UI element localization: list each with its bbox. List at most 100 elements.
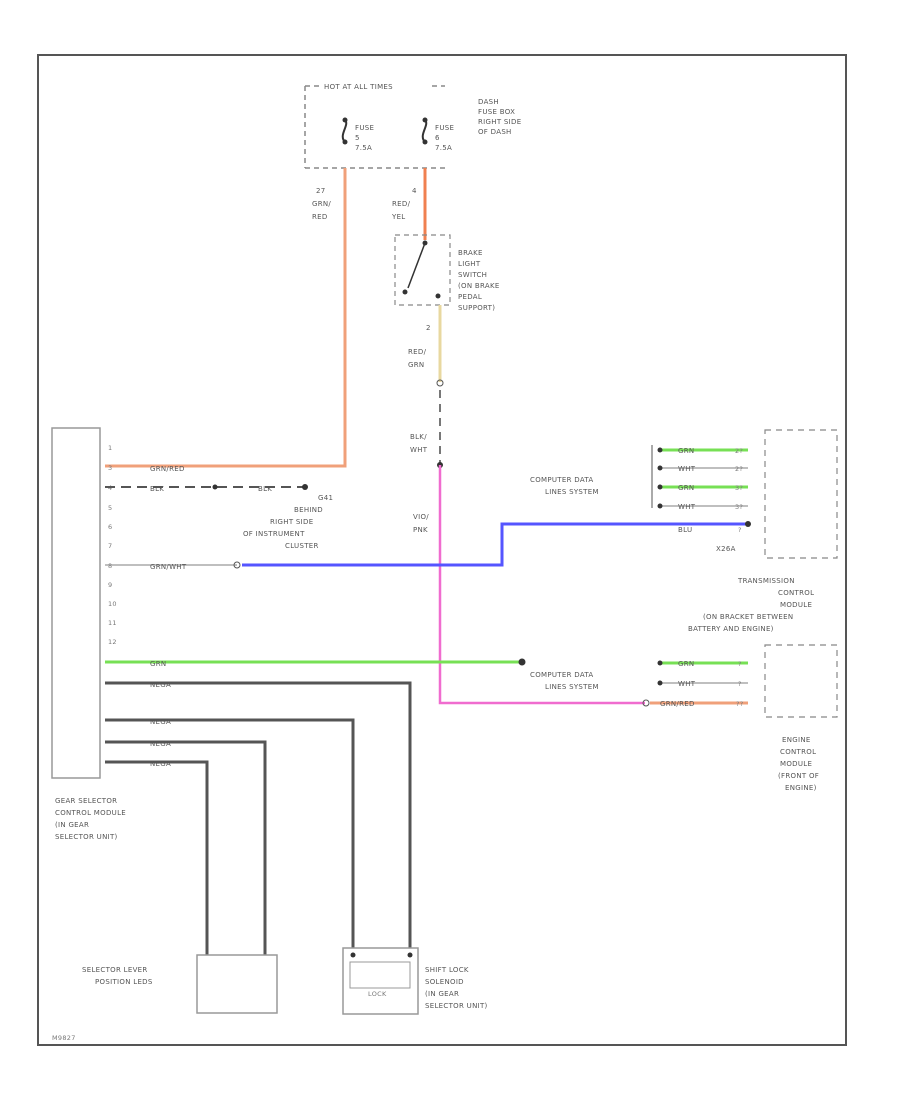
svg-text:8: 8 [108, 562, 112, 570]
svg-text:(IN GEAR: (IN GEAR [55, 821, 89, 829]
ecm-label: ENGINE CONTROL MODULE (FRONT OF ENGINE) [778, 736, 819, 792]
hot-at-all-times-label: HOT AT ALL TIMES [324, 83, 393, 91]
shift-lock-inner-label: LOCK [368, 990, 387, 998]
svg-text:OF INSTRUMENT: OF INSTRUMENT [243, 530, 305, 538]
position-leds-label: SELECTOR LEVER POSITION LEDS [82, 966, 153, 986]
svg-text:OF DASH: OF DASH [478, 128, 512, 136]
svg-text:(FRONT OF: (FRONT OF [778, 772, 819, 780]
svg-text:BLU: BLU [678, 526, 692, 534]
svg-text:3?: 3? [735, 484, 743, 492]
svg-text:?: ? [738, 526, 742, 534]
nega-label-1: NEGA [150, 681, 171, 689]
wire-nega-4 [105, 760, 209, 955]
fuse-6-line3: 7.5A [435, 144, 452, 152]
svg-text:MODULE: MODULE [780, 601, 812, 609]
wire-grn-red [105, 168, 347, 468]
wire-vio-pnk-color-1: VIO/ [413, 513, 429, 521]
wire-blk-wht-color-2: WHT [410, 446, 428, 454]
svg-text:RIGHT SIDE: RIGHT SIDE [478, 118, 521, 126]
gear-selector-label: GEAR SELECTOR CONTROL MODULE (IN GEAR SE… [55, 797, 126, 841]
fuse-5-line3: 7.5A [355, 144, 372, 152]
svg-text:GRN/RED: GRN/RED [660, 700, 695, 708]
selector-lever-position-leds [196, 954, 278, 1014]
svg-text:RIGHT SIDE: RIGHT SIDE [270, 518, 313, 526]
svg-text:12: 12 [108, 638, 117, 646]
svg-text:7: 7 [108, 542, 112, 550]
svg-text:6: 6 [108, 523, 112, 531]
fuse-5-line2: 5 [355, 134, 360, 142]
svg-text:SHIFT LOCK: SHIFT LOCK [425, 966, 469, 974]
svg-text:WHT: WHT [678, 680, 696, 688]
wire-27-pin: 27 [316, 187, 326, 195]
wire-nega-1 [105, 681, 412, 955]
wire-vio-pnk-color-2: PNK [413, 526, 428, 534]
svg-text:5: 5 [108, 504, 112, 512]
svg-text:(ON BRAKE: (ON BRAKE [458, 282, 500, 290]
wire-blu [242, 522, 748, 567]
module-pin-numbers: 1 3 4 5 6 7 8 9 10 11 12 [108, 444, 117, 646]
svg-text:LINES SYSTEM: LINES SYSTEM [545, 488, 599, 496]
svg-text:SELECTOR LEVER: SELECTOR LEVER [82, 966, 148, 974]
pin-12-wire-color: GRN [150, 660, 166, 668]
shift-lock-label: SHIFT LOCK SOLENOID (IN GEAR SELECTOR UN… [425, 966, 488, 1010]
shift-lock-solenoid: LOCK [342, 947, 419, 1015]
diagram-reference: M9827 [52, 1034, 76, 1042]
wire-2-pin: 2 [426, 324, 431, 332]
svg-text:?: ? [738, 680, 742, 688]
svg-text:SOLENOID: SOLENOID [425, 978, 464, 986]
svg-text:DASH: DASH [478, 98, 499, 106]
svg-text:TRANSMISSION: TRANSMISSION [737, 577, 795, 585]
svg-text:GRN: GRN [678, 660, 694, 668]
svg-text:WHT: WHT [678, 465, 696, 473]
pin-7-wire-color: GRN/WHT [150, 563, 187, 571]
svg-text:COMPUTER DATA: COMPUTER DATA [530, 671, 594, 679]
pin-3-wire-color: GRN/RED [150, 465, 185, 473]
wire-nega-3 [105, 740, 267, 955]
fuse-box-outline [304, 85, 445, 169]
pin-4-wire-color: BLK [150, 485, 164, 493]
pin-4-far-color: BLK [258, 485, 272, 493]
svg-text:GRN: GRN [678, 447, 694, 455]
svg-text:1: 1 [108, 444, 112, 452]
ground-g41-label: G41 BEHIND RIGHT SIDE OF INSTRUMENT CLUS… [243, 494, 333, 550]
tcm-connector: X26A [716, 545, 736, 553]
nega-label-3: NEGA [150, 740, 171, 748]
wire-4-pin: 4 [412, 187, 417, 195]
wire-27-color-2: RED [312, 213, 328, 221]
svg-text:(ON BRACKET BETWEEN: (ON BRACKET BETWEEN [703, 613, 793, 621]
svg-text:ENGINE: ENGINE [782, 736, 811, 744]
svg-text:SUPPORT): SUPPORT) [458, 304, 495, 312]
svg-text:POSITION LEDS: POSITION LEDS [95, 978, 153, 986]
brake-light-switch: BRAKE LIGHT SWITCH (ON BRAKE PEDAL SUPPO… [394, 234, 500, 312]
svg-text:3?: 3? [735, 503, 743, 511]
svg-text:G41: G41 [318, 494, 333, 502]
wire-2-color-1: RED/ [408, 348, 427, 356]
fuse-5: FUSE 5 7.5A [341, 117, 374, 152]
svg-text:GRN: GRN [678, 484, 694, 492]
svg-text:3: 3 [108, 464, 112, 472]
gear-selector-control-module [51, 427, 101, 779]
svg-text:LIGHT: LIGHT [458, 260, 481, 268]
computer-data-lines-upper-label: COMPUTER DATA LINES SYSTEM [530, 476, 599, 496]
diagram-border [37, 54, 847, 1046]
tcm-data-wires: GRN WHT GRN WHT BLU 2? 2? 3? 3? ? [651, 445, 748, 534]
svg-text:PEDAL: PEDAL [458, 293, 482, 301]
svg-text:MODULE: MODULE [780, 760, 812, 768]
svg-text:GEAR SELECTOR: GEAR SELECTOR [55, 797, 117, 805]
svg-text:SELECTOR UNIT): SELECTOR UNIT) [425, 1002, 488, 1010]
svg-text:CONTROL MODULE: CONTROL MODULE [55, 809, 126, 817]
svg-text:BATTERY AND ENGINE): BATTERY AND ENGINE) [688, 625, 774, 633]
ecm-data-wires: GRN WHT GRN/RED ? ? ?? [642, 660, 748, 708]
fuse-5-line1: FUSE [355, 124, 374, 132]
svg-text:BRAKE: BRAKE [458, 249, 483, 257]
wire-4-color-1: RED/ [392, 200, 411, 208]
fuse-6-line1: FUSE [435, 124, 454, 132]
svg-text:LINES SYSTEM: LINES SYSTEM [545, 683, 599, 691]
svg-text:CLUSTER: CLUSTER [285, 542, 319, 550]
fuse-6-line2: 6 [435, 134, 440, 142]
svg-text:2?: 2? [735, 447, 743, 455]
svg-text:11: 11 [108, 619, 117, 627]
wire-4-color-2: YEL [391, 213, 406, 221]
nega-label-4: NEGA [150, 760, 171, 768]
